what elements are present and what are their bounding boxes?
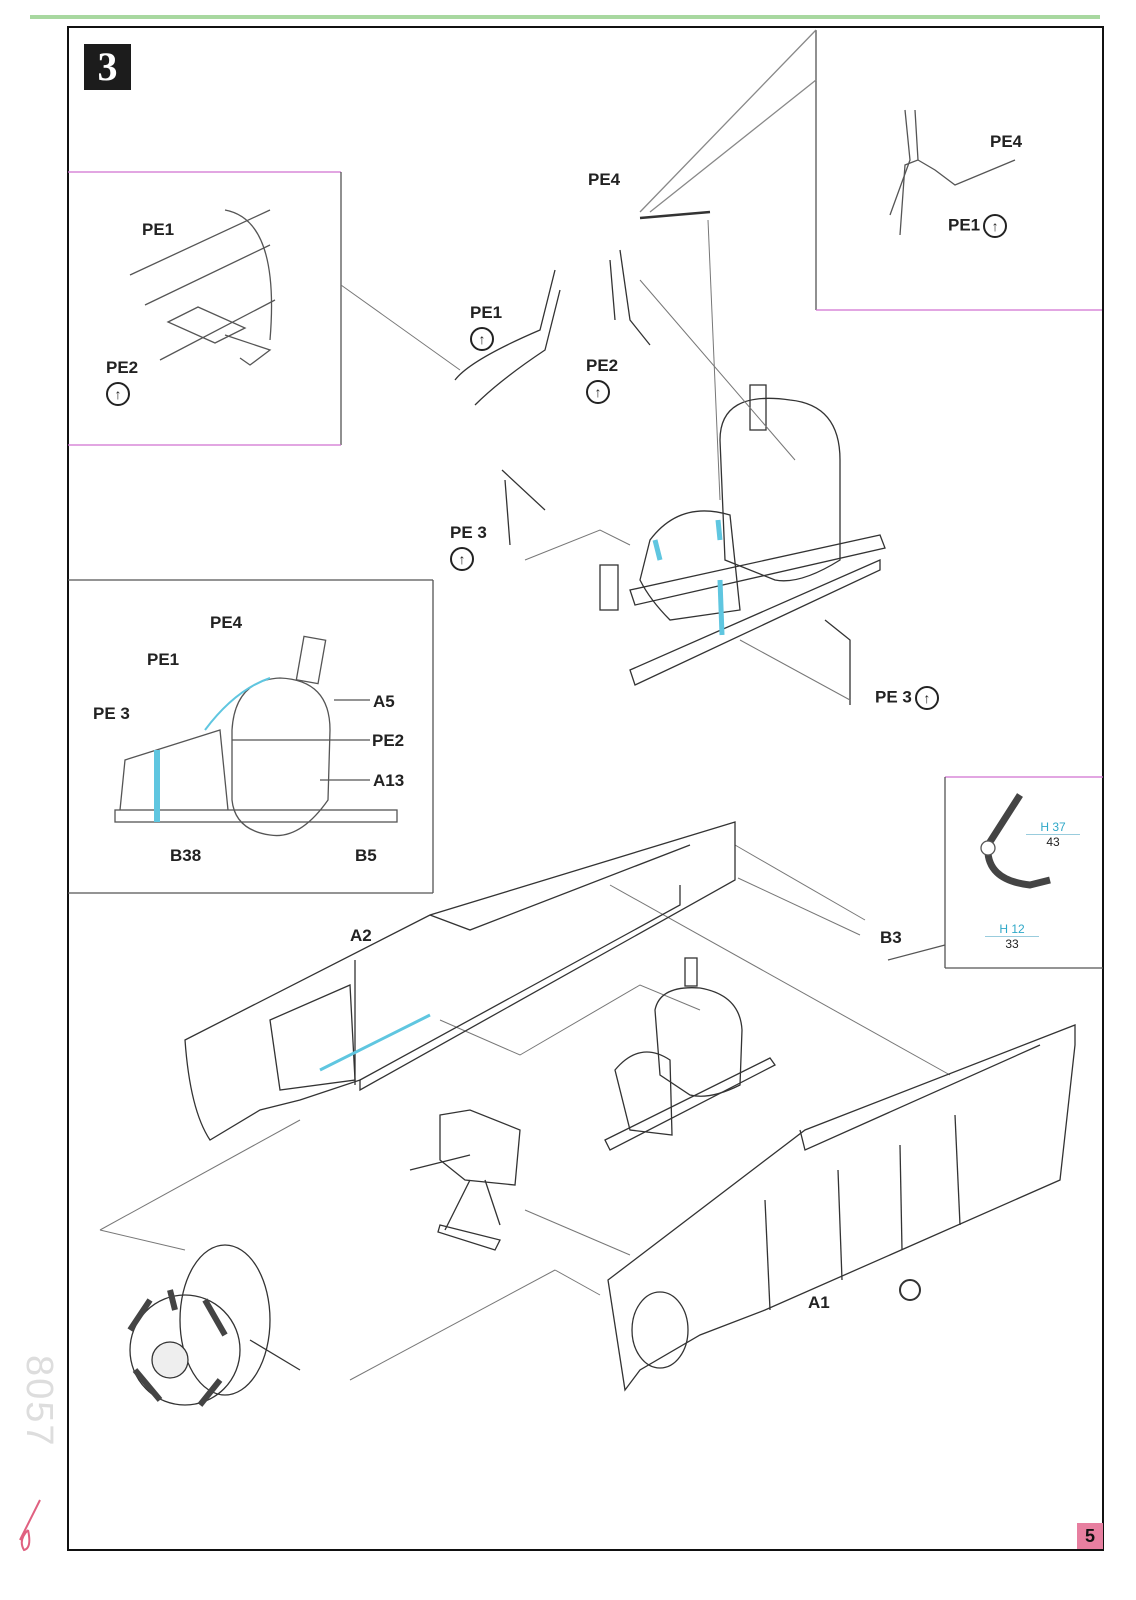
radial-engine (127, 1244, 301, 1407)
label-text: PE 3 (450, 523, 487, 542)
step-number: 3 (84, 44, 131, 90)
bend-icon: ↑ (470, 327, 494, 351)
bend-icon: ↑ (450, 547, 474, 571)
label-pe3: PE 3↑ (875, 686, 939, 710)
paint-color-code: H 12 (985, 922, 1039, 937)
label-pe3: PE 3 (93, 704, 130, 723)
inset-top-right (639, 29, 1102, 311)
seat-assembly (454, 210, 886, 705)
fuselage-half-a1 (607, 1024, 1076, 1392)
bend-icon: ↑ (106, 382, 130, 406)
label-b38: B38 (170, 846, 202, 865)
page-frame (67, 26, 1104, 1551)
label-a5: A5 (373, 692, 395, 711)
bulkhead-part (409, 1109, 521, 1251)
inset-top-left (68, 171, 342, 446)
bend-icon: ↑ (914, 686, 939, 710)
label-pe4: PE4 (588, 170, 621, 189)
paint-number: 43 (1046, 835, 1060, 849)
label-pe1: PE1 (142, 220, 175, 239)
label-text: PE2 (586, 356, 619, 375)
paint-number: 33 (1005, 937, 1019, 951)
label-a1: A1 (808, 1293, 830, 1312)
side-code: 8057 (18, 1355, 60, 1448)
label-pe1: PE1↑ (948, 214, 1008, 238)
inset-mid-left (68, 579, 434, 894)
label-text: PE 3 (875, 687, 912, 707)
label-pe2: PE2 (372, 731, 405, 750)
paint-color-code: H 37 (1026, 820, 1080, 835)
label-b3: B3 (880, 928, 902, 947)
label-pe4: PE4 (990, 132, 1023, 151)
label-b5: B5 (355, 846, 377, 865)
leader-lines (99, 219, 951, 1381)
inset-right (887, 776, 1103, 969)
bend-icon: ↑ (586, 380, 610, 404)
scissors-mark (19, 1499, 41, 1552)
label-text: PE1 (948, 215, 981, 235)
label-text: PE1 (470, 303, 503, 322)
page-number: 5 (1077, 1523, 1103, 1549)
seat-copy (604, 957, 776, 1151)
label-pe1: PE1 ↑ (470, 303, 502, 351)
label-text: PE2 (106, 358, 139, 377)
label-pe3: PE 3 ↑ (450, 523, 487, 571)
fuselage-half-a2 (184, 821, 736, 1141)
label-pe1: PE1 (147, 650, 180, 669)
bend-icon: ↑ (983, 214, 1008, 238)
label-a13: A13 (373, 771, 405, 790)
label-a2: A2 (350, 926, 372, 945)
label-pe4: PE4 (210, 613, 243, 632)
label-pe2: PE2 ↑ (586, 356, 618, 404)
label-pe2: PE2 ↑ (106, 358, 138, 406)
